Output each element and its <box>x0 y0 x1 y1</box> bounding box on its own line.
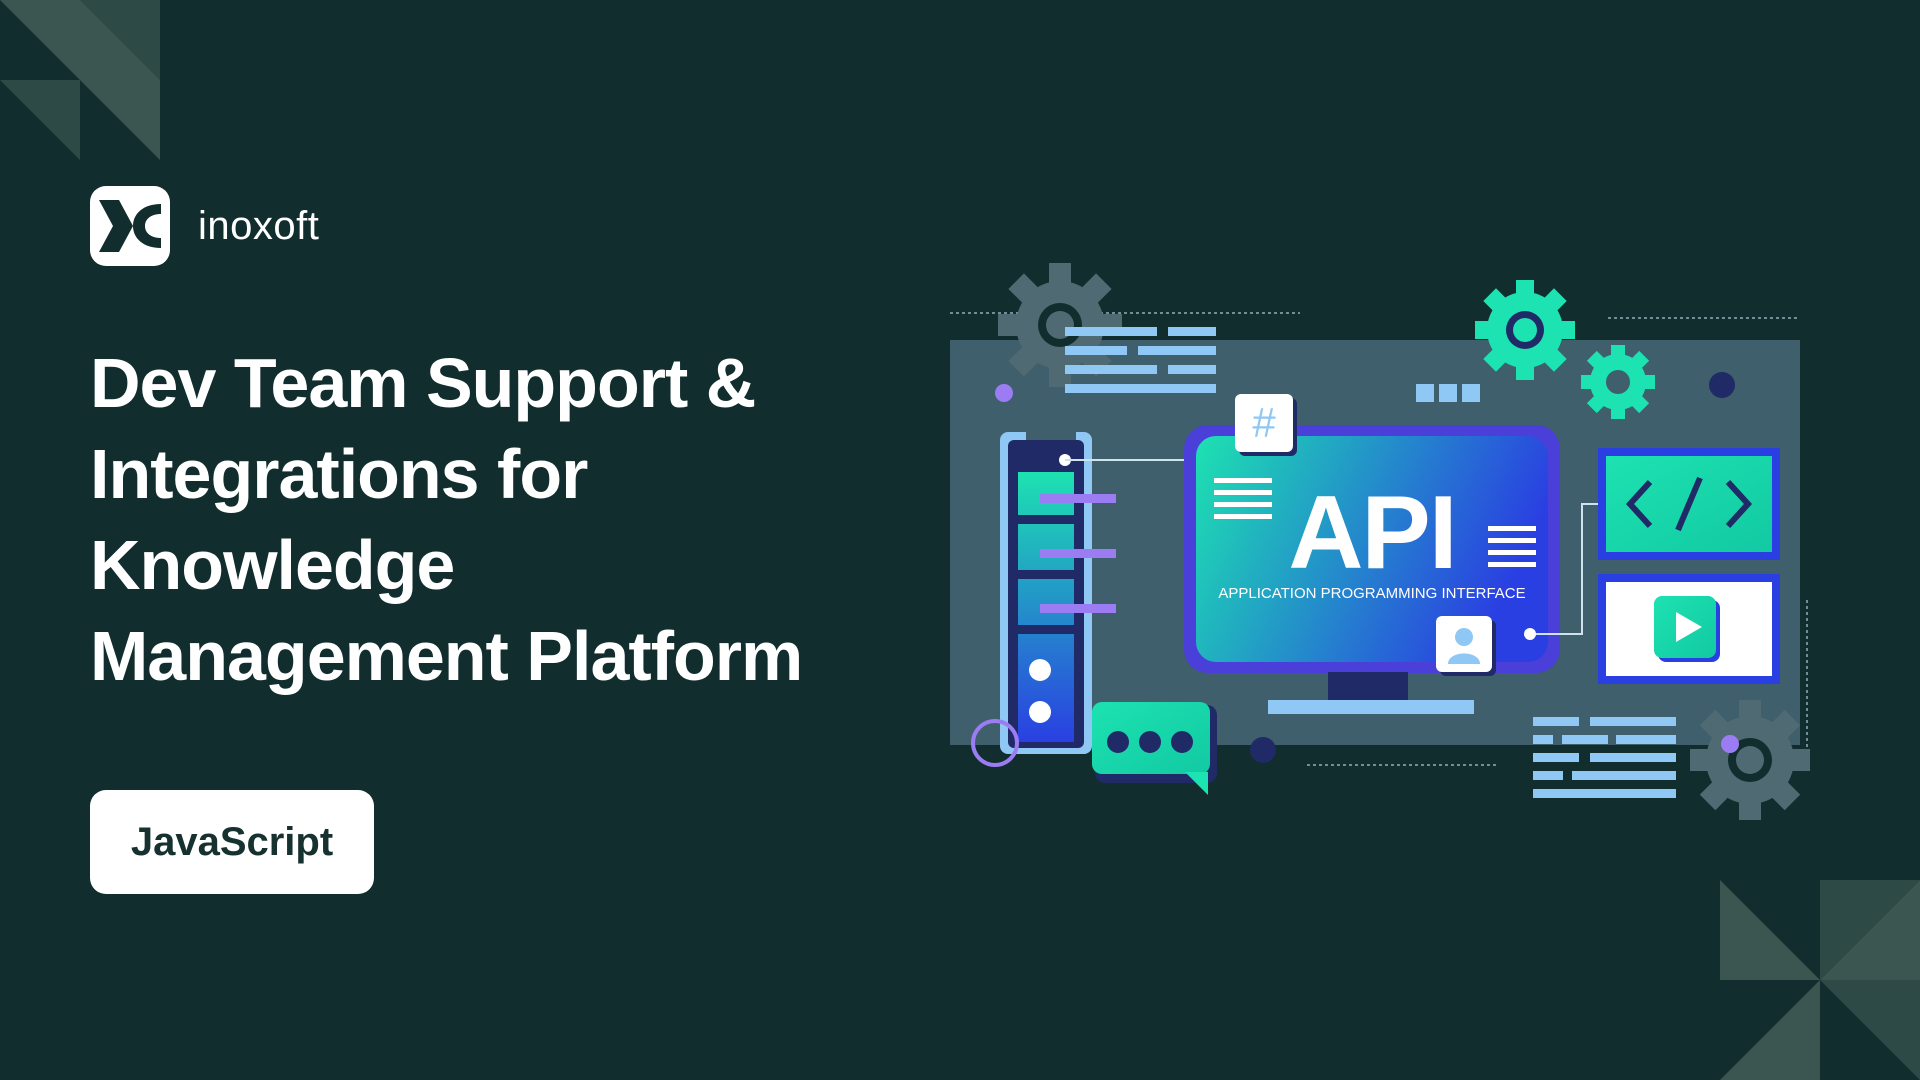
gear-icon <box>1690 700 1810 820</box>
dot-decoration <box>995 384 1013 402</box>
server-icon <box>1000 432 1116 754</box>
page-title-line: Dev Team Support & <box>90 344 756 422</box>
hash-symbol: # <box>1252 399 1276 446</box>
connector-dot <box>1524 628 1536 640</box>
gear-icon <box>1581 345 1655 419</box>
play-icon <box>1598 574 1780 684</box>
blue-squares-decoration <box>1416 384 1480 402</box>
monitor-title: API <box>1288 475 1455 591</box>
chat-bubble-icon <box>1092 702 1217 795</box>
brand-name: inoxoft <box>198 203 320 248</box>
gear-icon <box>1475 280 1575 380</box>
dot-decoration <box>1709 372 1735 398</box>
corner-decoration-bottom-right <box>1720 880 1920 1080</box>
api-monitor: API APPLICATION PROGRAMMING INTERFACE <box>1184 425 1560 714</box>
corner-decoration-top-left <box>0 0 160 160</box>
text-lines-decoration <box>1065 327 1216 393</box>
page-title-line: Knowledge <box>90 526 455 604</box>
page-title-line: Management Platform <box>90 617 803 695</box>
page-title-line: Integrations for <box>90 435 588 513</box>
technology-tag: JavaScript <box>90 790 374 894</box>
api-illustration: API APPLICATION PROGRAMMING INTERFACE # <box>950 263 1810 820</box>
dot-decoration <box>1721 735 1739 753</box>
dot-decoration <box>1250 737 1276 763</box>
text-lines-decoration <box>1533 717 1676 798</box>
page-title: Dev Team Support & Integrations for Know… <box>90 338 870 702</box>
user-icon <box>1436 616 1496 676</box>
brand: inoxoft <box>90 186 319 266</box>
ring-decoration <box>971 719 1019 767</box>
monitor-subtitle: APPLICATION PROGRAMMING INTERFACE <box>1218 585 1525 602</box>
inoxoft-logo-icon <box>90 186 170 266</box>
code-icon <box>1598 448 1780 560</box>
hash-icon: # <box>1235 394 1297 456</box>
